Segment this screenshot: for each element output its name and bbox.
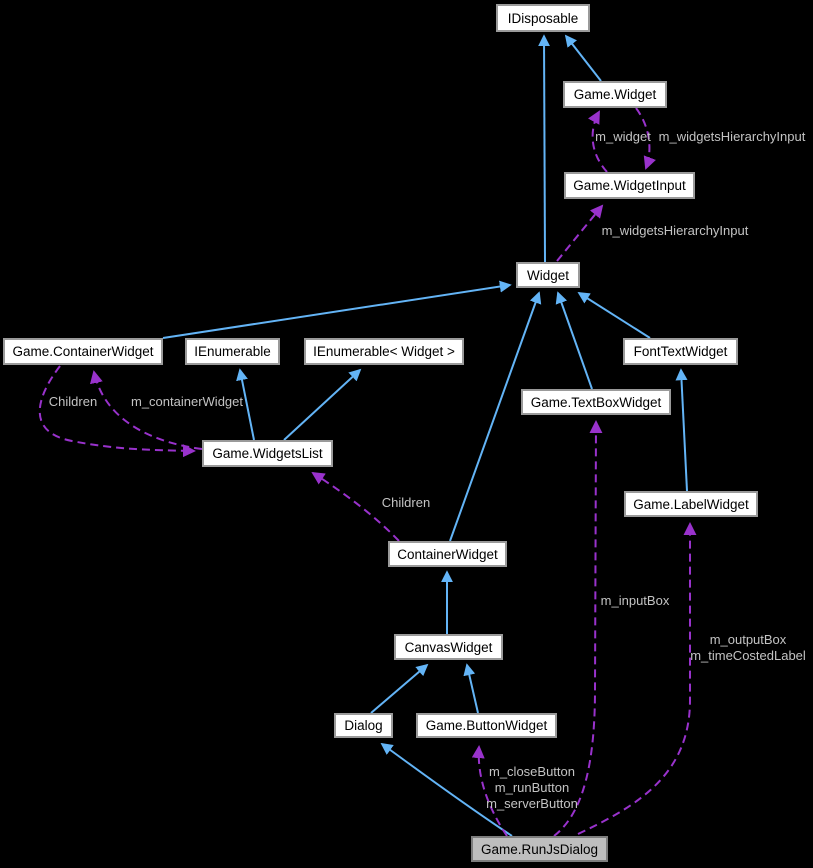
edge-usage-game-containerwidget-to-game-widgetslist	[38, 365, 196, 458]
edge-inheritance-game-runjsdialog-to-dialog	[380, 742, 513, 837]
edge-usage-game-widgetslist-to-game-containerwidget	[90, 370, 203, 450]
class-node-game-widget[interactable]: Game.Widget	[563, 81, 667, 108]
edge-usage-widget-to-game-widgetinput	[556, 204, 604, 262]
class-node-game-containerwidget[interactable]: Game.ContainerWidget	[3, 338, 163, 365]
edge-inheritance-game-widget-to-idisposable	[564, 34, 602, 82]
edge-inheritance-game-widgetslist-to-ienumerable-widget	[283, 368, 362, 441]
class-node-game-runjsdialog: Game.RunJsDialog	[471, 836, 608, 862]
edge-usage-game-widget-to-game-widgetinput	[635, 107, 656, 170]
class-node-containerwidget[interactable]: ContainerWidget	[388, 541, 507, 567]
edge-usage-containerwidget-to-game-widgetslist	[311, 471, 400, 542]
edge-inheritance-game-containerwidget-to-widget	[162, 280, 512, 339]
edge-inheritance-game-textboxwidget-to-widget	[555, 291, 593, 390]
class-node-game-textboxwidget[interactable]: Game.TextBoxWidget	[521, 389, 671, 415]
class-node-dialog[interactable]: Dialog	[334, 713, 393, 738]
edge-inheritance-game-buttonwidget-to-canvaswidget	[463, 663, 479, 714]
edge-inheritance-dialog-to-canvaswidget	[370, 663, 429, 714]
class-node-fonttextwidget[interactable]: FontTextWidget	[623, 338, 738, 365]
class-node-canvaswidget[interactable]: CanvasWidget	[394, 634, 503, 660]
class-node-ienumerable-widget[interactable]: IEnumerable< Widget >	[304, 338, 464, 365]
class-node-game-widgetinput[interactable]: Game.WidgetInput	[564, 172, 695, 199]
edge-usage-game-runjsdialog-to-game-textboxwidget	[553, 420, 603, 837]
class-node-game-widgetslist[interactable]: Game.WidgetsList	[202, 440, 333, 467]
class-node-game-buttonwidget[interactable]: Game.ButtonWidget	[416, 713, 557, 738]
class-node-ienumerable[interactable]: IEnumerable	[185, 338, 280, 365]
edge-inheritance-containerwidget-to-widget	[449, 291, 542, 542]
edge-usage-game-runjsdialog-to-game-labelwidget	[577, 522, 697, 835]
edge-inheritance-fonttextwidget-to-widget	[577, 292, 651, 339]
class-node-idisposable[interactable]: IDisposable	[496, 4, 590, 32]
edge-inheritance-widget-to-idisposable	[538, 34, 551, 263]
class-node-widget[interactable]: Widget	[516, 262, 580, 288]
edge-inheritance-game-labelwidget-to-fonttextwidget	[675, 368, 688, 492]
class-node-game-labelwidget[interactable]: Game.LabelWidget	[624, 491, 758, 517]
edge-usage-game-widgetinput-to-game-widget	[587, 110, 608, 173]
edge-inheritance-game-widgetslist-to-ienumerable	[236, 368, 255, 441]
